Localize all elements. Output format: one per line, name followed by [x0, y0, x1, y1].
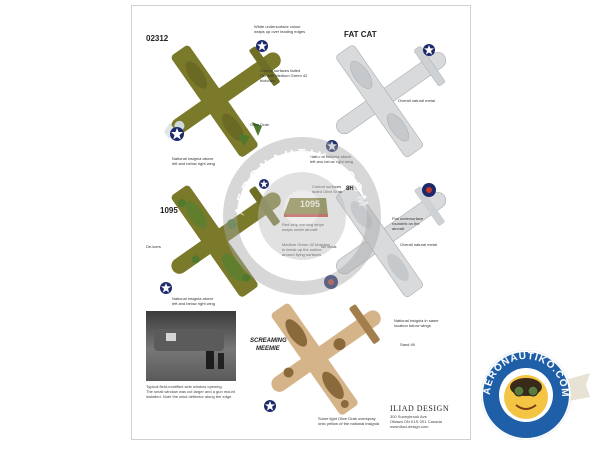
name-screaming: SCREAMING — [250, 338, 287, 344]
note-10: Medium Green 42 blotches — [282, 242, 330, 247]
note-12c: aircraft — [392, 226, 405, 231]
note-photo-1: Typical field-modified side window openi… — [146, 384, 223, 389]
note-15: National insignia in same — [394, 318, 439, 323]
note-8b: wraps under aircraft — [282, 227, 317, 232]
note-18: Some light Olive Drab overspray — [318, 416, 376, 421]
note-13: Overall natural metal — [400, 242, 437, 247]
decal-sheet: 02312 FAT CAT — [131, 5, 471, 440]
note-14b: left and below right wing — [172, 301, 215, 306]
note-12b: roundels on the — [392, 221, 420, 226]
note-16: Sand 49 — [400, 342, 415, 347]
note-5b: left and below right wing — [172, 161, 215, 166]
note-1: White undersurface colour — [254, 24, 301, 29]
plane-screaming-meemie — [264, 303, 381, 415]
plane-8h — [324, 183, 447, 297]
note-7: Control surfaces — [312, 184, 341, 189]
brand-address: 300 Sunnybrook Ave — [390, 414, 427, 419]
note-10c: around flying surfaces — [282, 252, 321, 257]
note-8: Red strip warning stripe — [282, 222, 324, 227]
note-2: Control surfaces faded — [260, 68, 301, 73]
note-7b: faded Olive Drab — [312, 189, 342, 194]
note-1b: wraps up over leading edges — [254, 29, 306, 34]
note-14: National insignia above — [172, 296, 214, 301]
note-6: National insignia above — [310, 154, 352, 159]
reference-photo — [146, 311, 236, 381]
tail-number-1095: 1095 — [300, 199, 320, 209]
note-10b: to break up the outline — [282, 247, 322, 252]
title-fat-cat: FAT CAT — [344, 30, 377, 39]
note-11: Tail stack — [320, 244, 336, 249]
note-12: Flat undersurface — [392, 216, 424, 221]
note-2c: blotches — [260, 78, 275, 83]
plane-1095 — [160, 179, 281, 297]
note-photo-2: The small window was cut larger and a gu… — [146, 389, 235, 394]
note-6b: left and below right wing — [310, 159, 353, 164]
brand-city: Ottawa ON K1S 0S1 Canada — [390, 419, 442, 424]
note-photo-3: installed. Note the wind deflector along… — [146, 394, 233, 399]
code-8h: 8H — [346, 186, 354, 192]
note-9: De-icers — [146, 244, 161, 249]
note-4: Overall natural metal — [398, 98, 435, 103]
serial-1095: 1095 — [160, 206, 178, 215]
note-2b: OD with Medium Green 42 — [260, 73, 308, 78]
watermark-emblem: AERONAUTIKO.COM — [223, 137, 381, 295]
plane-02312 — [164, 40, 281, 157]
brand-box: ILIAD DESIGN 300 Sunnybrook Ave Ottawa O… — [390, 404, 460, 432]
aeronautiko-logo: AERONAUTIKO.COM — [481, 350, 590, 440]
tail-detail-1095 — [284, 198, 328, 217]
plane-fat-cat — [326, 44, 447, 157]
insignia-star — [170, 127, 184, 141]
note-15b: location below wings — [394, 323, 431, 328]
note-3: Olive Drab — [250, 122, 269, 127]
note-5: National insignia above — [172, 156, 214, 161]
brand-title: ILIAD DESIGN — [390, 404, 450, 413]
name-meemie: MEEMIE — [256, 346, 280, 352]
serial-02312: 02312 — [146, 34, 169, 43]
brand-web: www.iliad-design.com — [390, 424, 429, 429]
note-18b: onto yellow of the national insignia — [318, 421, 379, 426]
